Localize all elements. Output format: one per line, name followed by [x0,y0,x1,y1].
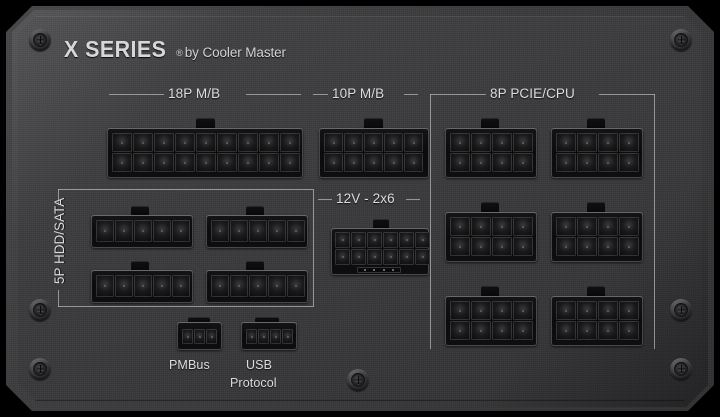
pin-grid-pcie-2 [556,133,639,172]
label-usb-line2: Protocol [230,376,277,390]
pin-grid-pcie-1 [450,133,533,172]
pin-grid-sata-3 [96,275,190,297]
bracket-sata-right [313,189,314,307]
latch-pcie-1 [481,118,499,130]
pin-grid-pcie-6 [556,301,639,340]
bracket-pcie-right-edge [654,94,655,349]
shell-pcie-4 [551,212,643,262]
rule-12v-right [406,199,420,200]
rule-pcie-left [430,94,486,95]
screw-right-lower [670,299,692,321]
screw-bottom-center [347,369,369,391]
rule-10p-right [404,94,418,95]
corner-screw-bottom-left [29,358,51,380]
brand-series-text: X SERIES [64,36,167,62]
sense-pins-12v [357,267,401,273]
shell-sata-4 [206,270,308,303]
bracket-pcie-left-edge [430,94,431,349]
shell-sata-2 [206,215,308,248]
shell-10p [319,128,429,178]
latch-pcie-6 [587,286,605,298]
pin-grid-sata-4 [211,275,305,297]
bracket-sata-top-left-tick [58,189,59,205]
latch-18p [196,118,215,130]
shell-pcie-3 [445,212,537,262]
label-8p-pcie-cpu: 8P PCIE/CPU [490,86,575,101]
pin-grid-pcie-5 [450,301,533,340]
shell-pcie-6 [551,296,643,346]
latch-pcie-3 [481,202,499,214]
shell-pcie-2 [551,128,643,178]
label-18p-mb: 18P M/B [168,86,221,101]
latch-10p [364,118,383,130]
shell-pcie-1 [445,128,537,178]
shell-12v [331,228,429,275]
pin-grid-usb [246,329,293,344]
latch-sata-2 [246,206,264,217]
latch-pcie-5 [481,286,499,298]
label-pmbus: PMBus [169,358,210,372]
pin-grid-18p [112,133,300,172]
shell-pcie-5 [445,296,537,346]
rule-18p-left [109,94,164,95]
pin-grid-sata-1 [96,220,190,242]
latch-sata-1 [131,206,149,217]
pin-grid-pmbus [182,329,217,344]
pin-grid-10p [324,133,423,172]
latch-usb [255,317,279,324]
latch-pcie-2 [587,118,605,130]
latch-sata-4 [246,261,264,272]
screw-left-lower [29,299,51,321]
pin-grid-12v [335,232,430,265]
psu-panel-body: X SERIES ® by Cooler Master 18P M/B 10P … [6,6,714,411]
shell-pmbus [177,322,222,350]
shell-sata-1 [91,215,193,248]
pin-grid-pcie-3 [450,217,533,256]
rule-pcie-right [599,94,655,95]
label-12v-2x6: 12V - 2x6 [336,191,395,206]
latch-pmbus [188,317,210,324]
latch-pcie-4 [587,202,605,214]
corner-screw-bottom-right [670,358,692,380]
rule-18p-right [246,94,301,95]
bracket-sata-bottom-left-tick [58,290,59,307]
corner-screw-top-right [670,29,692,51]
label-5p-hdd-sata: 5P HDD/SATA [52,197,67,284]
label-10p-mb: 10P M/B [332,86,385,101]
registered-mark-icon: ® [176,48,183,58]
rule-12v-left [318,199,332,200]
bracket-sata-bottom [58,306,313,307]
latch-sata-3 [131,261,149,272]
corner-screw-top-left [29,29,51,51]
shell-usb [241,322,297,350]
rule-10p-left [313,94,328,95]
bracket-sata-top [58,189,313,190]
brand-maker-text: by Cooler Master [184,45,286,60]
brand-logo: X SERIES ® by Cooler Master [64,36,286,63]
shell-sata-3 [91,270,193,303]
label-usb-line1: USB [246,358,273,372]
pin-grid-sata-2 [211,220,305,242]
shell-18p [107,128,303,178]
pin-grid-pcie-4 [556,217,639,256]
latch-12v [373,219,389,230]
